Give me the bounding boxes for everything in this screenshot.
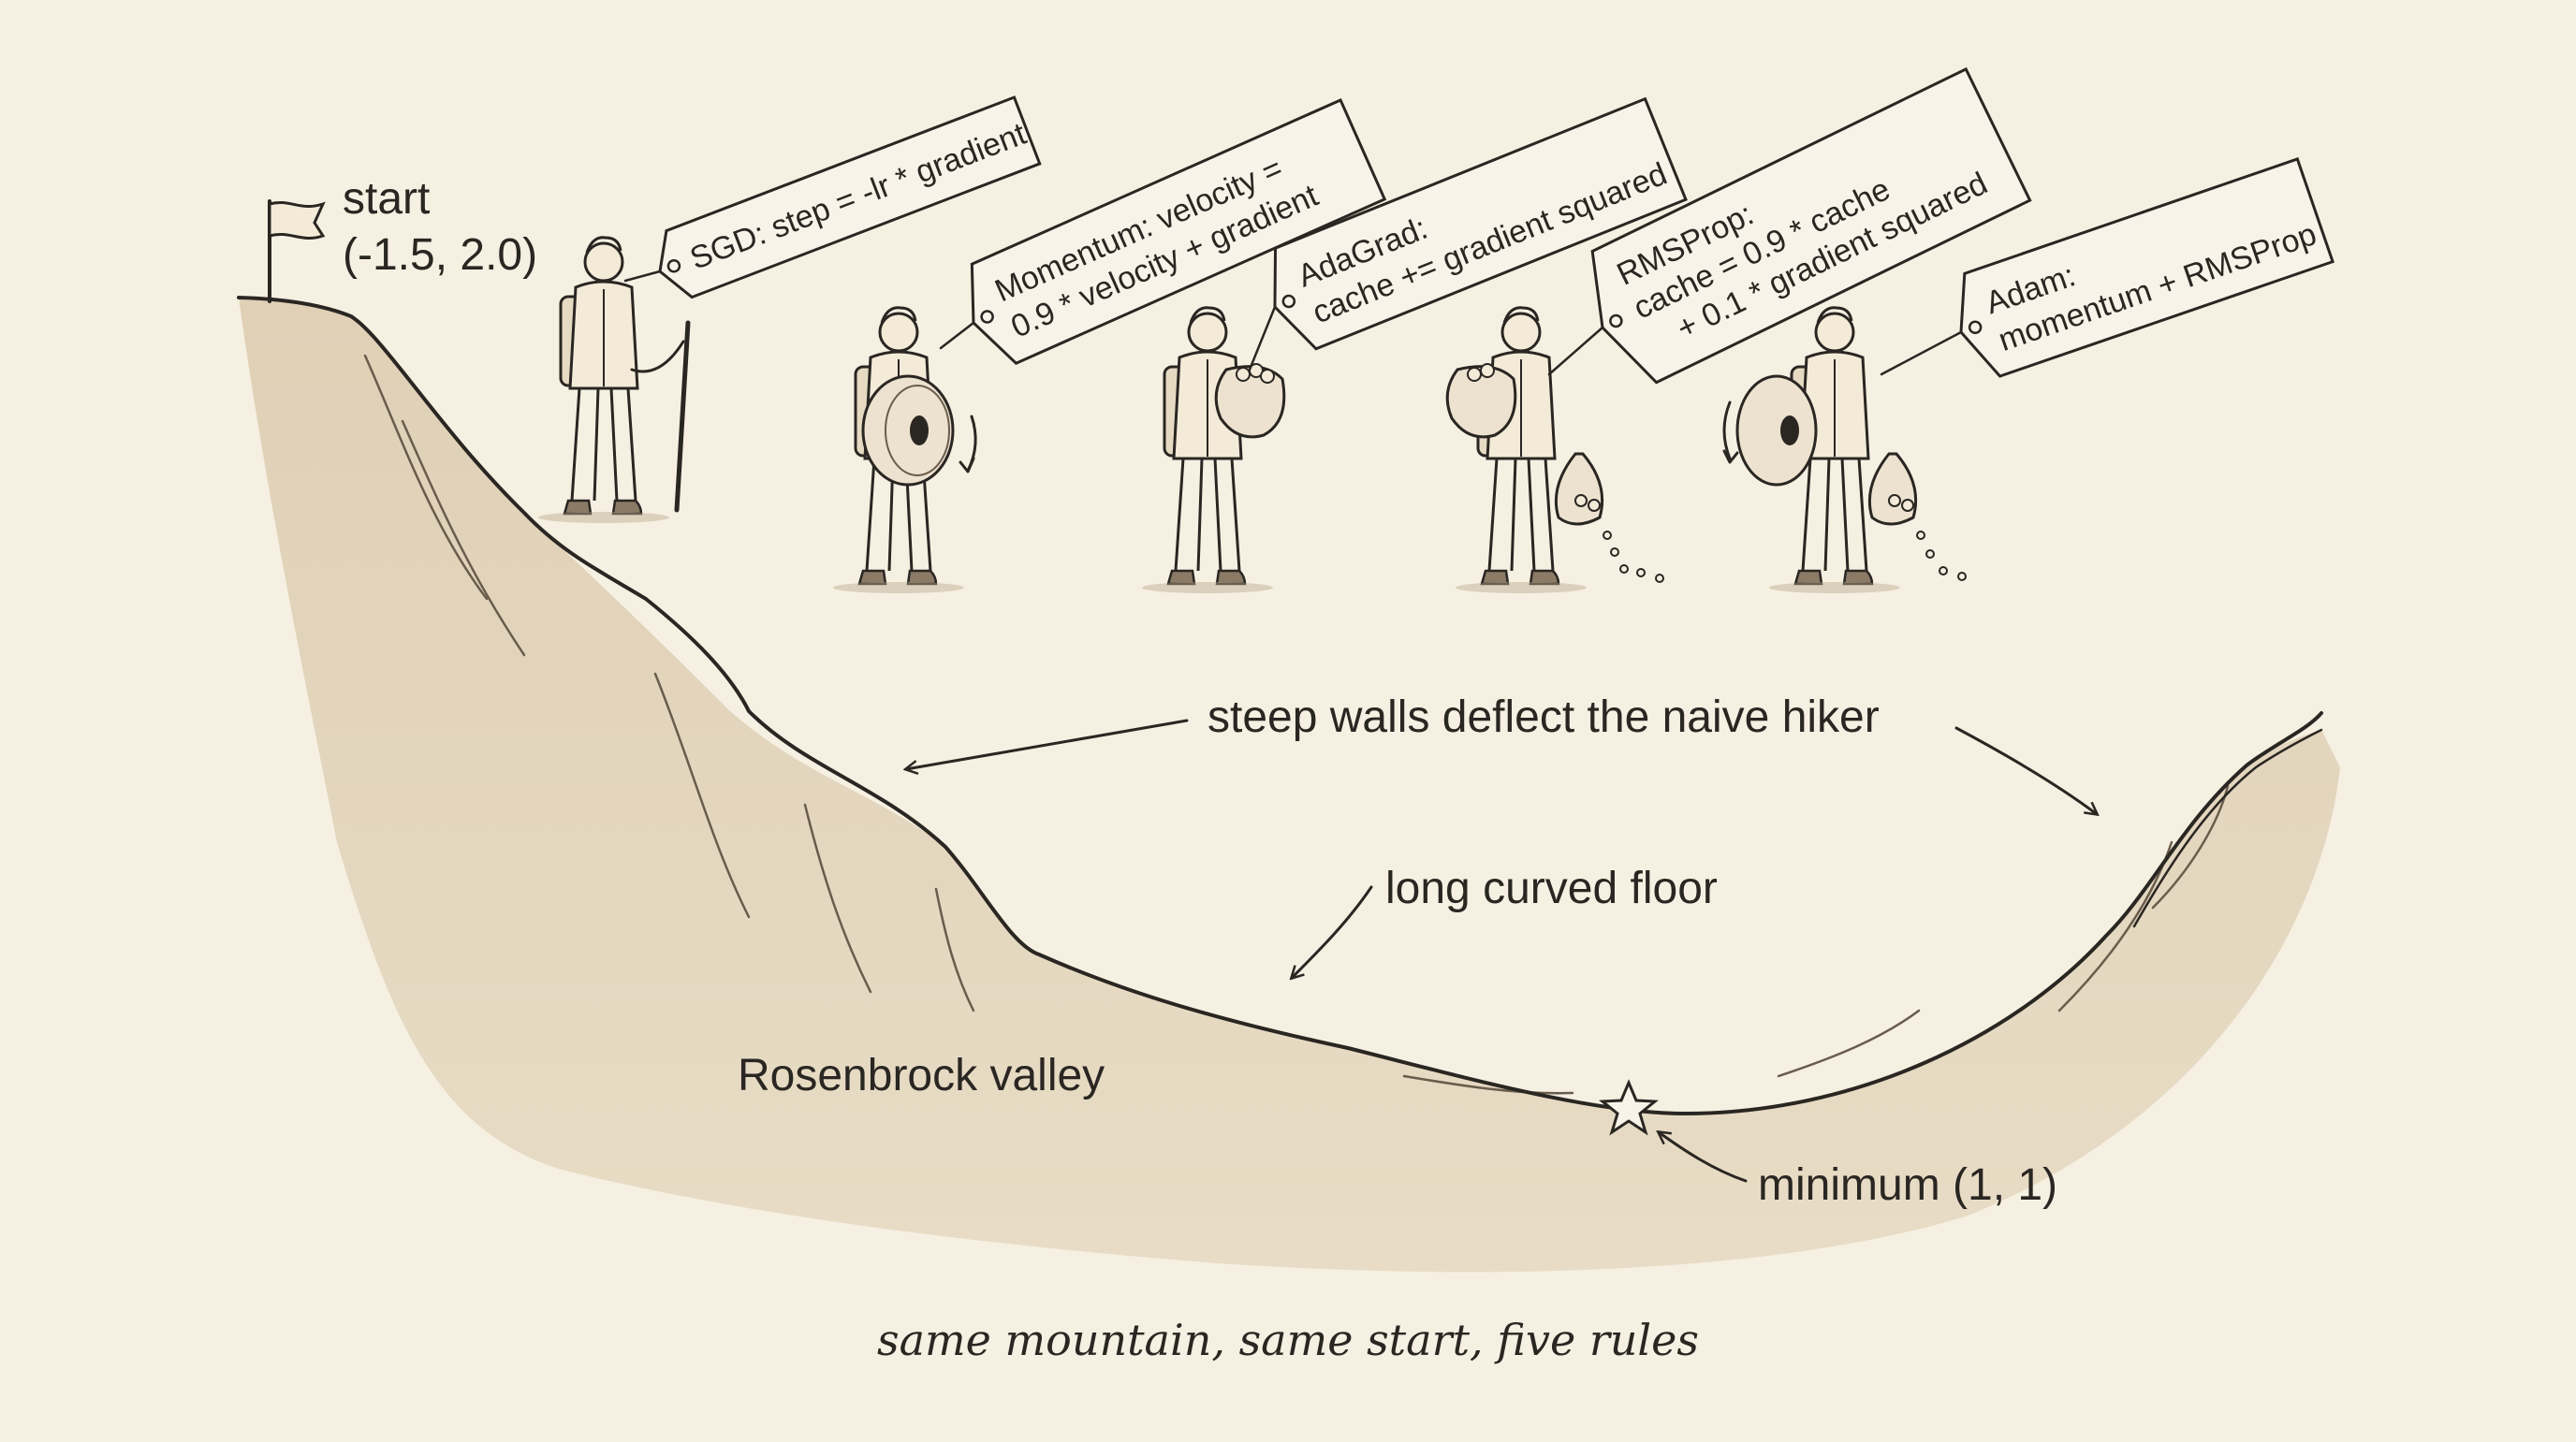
steep-walls-label: steep walls deflect the naive hiker: [1208, 692, 1880, 742]
trekking-pole-icon: [630, 320, 691, 513]
hiker-adagrad: [1140, 306, 1286, 595]
flag-icon: [268, 199, 326, 303]
caption: same mountain, same start, five rules: [877, 1315, 1699, 1365]
pot-icon: [1214, 363, 1286, 439]
steep-walls-arrow-right: [1954, 726, 2097, 814]
start-label: start: [343, 174, 430, 224]
curved-floor-label: long curved floor: [1385, 864, 1718, 913]
hiker-momentum: [831, 306, 977, 595]
valley-name-label: Rosenbrock valley: [738, 1051, 1105, 1100]
tag-sgd-line1: SGD: step = -lr * gradient: [685, 116, 1032, 277]
start-coordinates: (-1.5, 2.0): [343, 230, 537, 280]
mountain-terrain: [237, 296, 2340, 1273]
leaking-bag-icon: [1867, 452, 1967, 581]
star-icon: [1599, 1079, 1659, 1136]
wheel-icon: [1722, 374, 1818, 487]
hiker-adam: [1722, 306, 1967, 595]
hiker-rmsprop: [1445, 306, 1664, 595]
tag-rmsprop: RMSProp: cache = 0.9 * cache + 0.1 * gra…: [1590, 66, 2032, 385]
curved-floor-arrow: [1292, 885, 1373, 978]
pot-icon: [1445, 363, 1517, 439]
steep-walls-arrow-left: [906, 719, 1189, 769]
minimum-arrow: [1659, 1132, 1748, 1183]
leaking-bag-icon: [1554, 452, 1664, 583]
minimum-label: minimum (1, 1): [1758, 1160, 2057, 1210]
hiker-sgd: [536, 236, 691, 525]
wheel-icon: [861, 374, 977, 487]
